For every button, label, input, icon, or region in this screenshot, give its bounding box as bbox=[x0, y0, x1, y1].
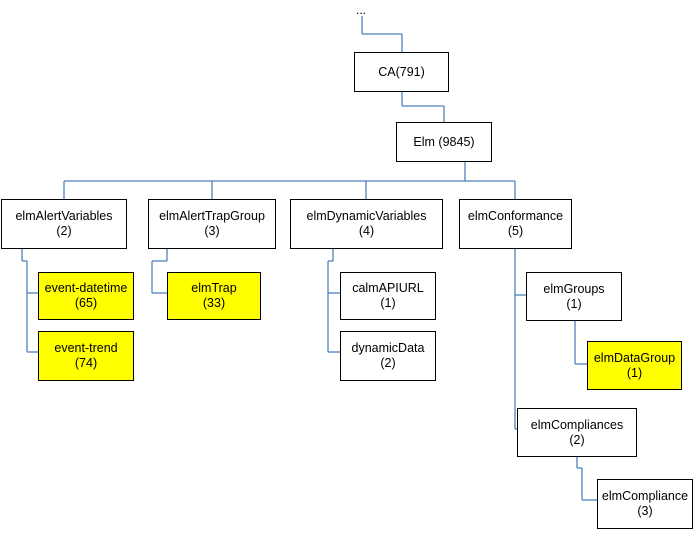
node-event-trend: event-trend (74) bbox=[38, 331, 134, 381]
node-calm-api-url: calmAPIURL (1) bbox=[340, 272, 436, 320]
node-elm-alert-variables: elmAlertVariables (2) bbox=[1, 199, 127, 249]
node-dynamic-data: dynamicData (2) bbox=[340, 331, 436, 381]
node-elm-groups: elmGroups (1) bbox=[526, 272, 622, 321]
node-oid: (3) bbox=[204, 224, 220, 238]
node-elm-conformance: elmConformance (5) bbox=[459, 199, 572, 249]
node-oid: (33) bbox=[202, 296, 226, 310]
node-oid: (65) bbox=[74, 296, 98, 310]
node-elm-compliances: elmCompliances (2) bbox=[517, 408, 637, 457]
node-label: calmAPIURL bbox=[352, 281, 424, 295]
node-ca: CA(791) bbox=[354, 52, 449, 92]
node-oid: (4) bbox=[358, 224, 375, 238]
node-elm-trap: elmTrap (33) bbox=[167, 272, 261, 320]
node-elm-data-group: elmDataGroup (1) bbox=[587, 341, 682, 390]
node-label: elmCompliances bbox=[530, 417, 624, 432]
node-label: elmAlertVariables bbox=[15, 209, 113, 223]
node-oid: (2) bbox=[380, 356, 396, 370]
node-oid: (1) bbox=[566, 296, 582, 311]
node-event-datetime: event-datetime (65) bbox=[38, 272, 134, 320]
node-elm-label: Elm (9845) bbox=[413, 134, 475, 149]
node-oid: (74) bbox=[74, 356, 98, 370]
node-label: elmTrap bbox=[191, 281, 237, 295]
node-oid: (5) bbox=[507, 224, 524, 238]
node-label: event-trend bbox=[54, 341, 118, 355]
node-label: dynamicData bbox=[351, 341, 425, 355]
node-label: elmConformance bbox=[467, 209, 564, 223]
node-oid: (1) bbox=[380, 296, 396, 310]
node-label: event-datetime bbox=[44, 281, 128, 295]
node-label: elmAlertTrapGroup bbox=[159, 209, 265, 223]
node-elm-dynamic-variables: elmDynamicVariables (4) bbox=[290, 199, 443, 249]
node-label: elmDataGroup bbox=[593, 350, 676, 365]
node-oid: (2) bbox=[569, 432, 585, 447]
root-ellipsis: ... bbox=[356, 3, 367, 17]
node-oid: (2) bbox=[56, 224, 72, 238]
node-elm: Elm (9845) bbox=[396, 122, 492, 162]
node-ca-label: CA(791) bbox=[378, 64, 425, 79]
node-oid: (3) bbox=[637, 504, 653, 518]
node-oid: (1) bbox=[626, 365, 643, 380]
node-label: elmCompliance bbox=[601, 489, 689, 503]
node-elm-compliance: elmCompliance (3) bbox=[597, 479, 693, 529]
node-label: elmGroups bbox=[543, 281, 605, 296]
node-label: elmDynamicVariables bbox=[306, 209, 427, 223]
node-elm-alert-trap-group: elmAlertTrapGroup (3) bbox=[148, 199, 276, 249]
